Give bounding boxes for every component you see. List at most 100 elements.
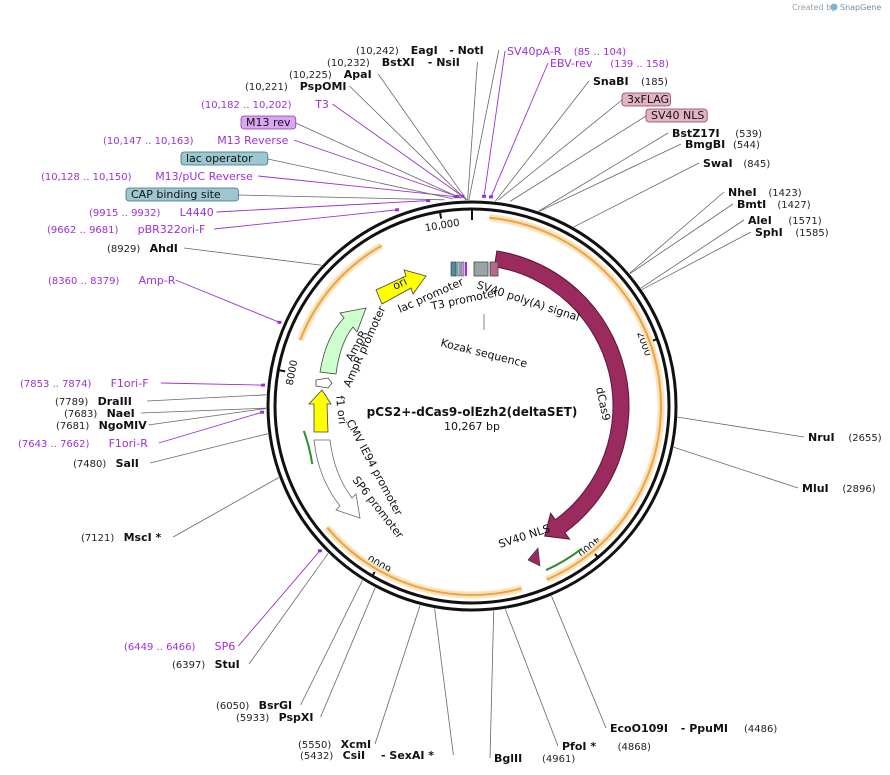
enzyme-site-alei[interactable]: AleI(1571) [748,214,822,227]
enzyme-site-draiii[interactable]: (7789)DraIII [55,395,132,408]
enzyme-position: (10,225) [289,70,332,81]
enzyme-site-sali[interactable]: (7480)SalI [73,457,139,470]
flag-block[interactable] [489,261,499,277]
cap-site-block[interactable] [456,261,461,277]
primer-ebv-rev[interactable]: EBV-rev(139 .. 158) [550,57,669,70]
primer-l4440[interactable]: (9915 .. 9932)L4440 [89,206,214,219]
feature-box-m13-rev[interactable]: M13 rev [240,115,297,130]
primer-name: pBR322ori-F [138,223,206,236]
enzyme-site-eagi-noti[interactable]: (10,242)EagI- NotI [356,44,484,57]
enzyme-site-pspomi[interactable]: (10,221)PspOMI [245,80,346,93]
map-title-block: pCS2+-dCas9-olEzh2(deltaSET) 10,267 bp [367,405,578,433]
lac-promoter-block[interactable] [450,261,457,277]
enzyme-site-csii-sexai[interactable]: (5432)CsiI- SexAI * [300,749,434,762]
primer-f1ori-f[interactable]: (7853 .. 7874)F1ori-F [20,377,149,390]
enzyme-site-stui[interactable]: (6397)StuI [172,658,240,671]
ori-feature[interactable] [375,269,427,305]
enzyme-position: (5933) [236,713,269,724]
enzyme-site-bstxi-nsii[interactable]: (10,232)BstXI- NsiI [327,56,460,69]
m13-block[interactable] [465,262,467,276]
enzyme-site-bmgbi[interactable]: BmgBI(544) [685,138,760,151]
enzyme-position: (7681) [56,421,89,432]
enzyme-site-sphi[interactable]: SphI(1585) [755,226,829,239]
primer-name: F1ori-R [109,437,149,450]
cmv-promoter-feature[interactable] [313,439,361,519]
primer-leader [483,50,506,197]
enzyme-site-bmti[interactable]: BmtI(1427) [737,198,811,211]
primer-position: (139 .. 158) [610,59,669,70]
enzyme-leader [489,610,495,759]
enzyme-name: XcmI [341,738,372,751]
enzyme-site-mlui[interactable]: MluI(2896) [802,482,876,495]
feature-box-sv40-nls-top[interactable]: SV40 NLS [645,108,708,123]
sv40-nls-feature[interactable] [527,547,541,567]
primer-m13-reverse[interactable]: (10,147 .. 10,163) M13 Reverse [103,134,289,147]
t3-promoter-block[interactable] [460,261,465,277]
enzyme-site-bsrgi[interactable]: (6050)BsrGI [216,699,292,712]
primer-f1ori-r[interactable]: (7643 .. 7662)F1ori-R [18,437,148,450]
enzyme-name: AhdI [150,242,178,255]
ampr-region-arc[interactable] [299,244,383,341]
enzyme-name: NruI [808,431,835,444]
primer-position: (7853 .. 7874) [20,379,92,390]
primer-sv40pa-r[interactable]: SV40pA-R(85 .. 104) [507,45,626,58]
enzyme-name: NgoMIV [99,419,148,432]
primer-leader [238,550,321,647]
green-feature-arc-left[interactable] [302,430,314,465]
enzyme-site-snabi[interactable]: SnaBI(185) [593,75,668,88]
primer-pbr322ori-f[interactable]: (9662 .. 9681)pBR322ori-F [47,223,205,236]
enzyme-site-swai[interactable]: SwaI(845) [703,157,770,170]
primer-mark [482,194,487,198]
primer-sp6[interactable]: (6449 .. 6466)SP6 [124,640,235,653]
dcas9-label: dCas9 [593,386,613,422]
plasmid-name: pCS2+-dCas9-olEzh2(deltaSET) [367,405,578,419]
enzyme-site-bstz17i[interactable]: BstZ17I(539) [672,127,762,140]
ampr-promoter-feature[interactable] [315,377,333,389]
sp6-region-arc[interactable] [326,526,522,596]
enzyme-position: (539) [735,129,762,140]
primer-amp-r[interactable]: (8360 .. 8379)Amp-R [48,274,176,287]
f1-ori-feature[interactable] [308,389,332,433]
sp6-region-arc-glow [324,525,523,599]
enzyme-leader [677,416,805,438]
primer-leader [158,411,263,444]
primer-leader [175,279,280,323]
enzyme-leader [640,219,745,289]
feature-box-3xflag[interactable]: 3xFLAG [621,92,671,107]
green-feature-arc-right[interactable] [545,547,583,571]
enzyme-site-msci[interactable]: (7121)MscI * [81,531,162,544]
enzyme-position: (4868) [618,742,651,753]
enzyme-site-nrui[interactable]: NruI(2655) [808,431,882,444]
enzyme-site-nhei[interactable]: NheI(1423) [728,186,802,199]
feature-box-lac-operator[interactable]: lac operator [180,151,269,166]
sv40-polya-block[interactable] [473,261,489,277]
enzyme-site-pspxi[interactable]: (5933)PspXI [236,711,313,724]
primer-leader [160,382,264,386]
feature-box-cap-binding-site[interactable]: CAP binding site [125,187,239,202]
enzyme-site-bglii[interactable]: BglII(4961) [494,752,575,765]
dcas9-feature[interactable] [493,250,630,540]
enzyme-site-ecoo109i-ppumi[interactable]: EcoO109I- PpuMI(4486) [610,722,777,735]
enzyme-site-xcmi[interactable]: (5550)XcmI [298,738,371,751]
enzyme-site-apai[interactable]: (10,225)ApaI [289,68,372,81]
primer-leader [332,103,463,197]
enzyme-leader [468,49,500,201]
cds-region-arc[interactable] [489,216,662,581]
primer-position: (10,182 .. 10,202) [201,100,292,111]
backbone [266,200,678,612]
enzyme-site-naei[interactable]: (7683)NaeI [64,407,135,420]
enzyme-name: EcoO109I [610,722,668,735]
enzyme-site-ngomiv[interactable]: (7681) NgoMIV [56,419,147,432]
enzyme-leader [349,85,467,201]
brand-prefix: Created by [792,3,836,12]
primer-name: M13 Reverse [217,134,288,147]
ampr-feature[interactable] [319,307,367,375]
backbone-inner-strand [273,207,671,605]
primer-m13-puc-reverse[interactable]: (10,128 .. 10,150)M13/pUC Reverse [41,170,253,183]
enzyme-site-pfoi[interactable]: PfoI *(4868) [562,740,651,753]
enzyme-site-ahdi[interactable]: (8929)AhdI [107,242,178,255]
primer-position: (10,147 .. 10,163) [103,136,194,147]
primer-position: (6449 .. 6466) [124,642,196,653]
primer-leader [214,209,398,230]
primer-t3[interactable]: (10,182 .. 10,202)T3 [201,98,329,111]
